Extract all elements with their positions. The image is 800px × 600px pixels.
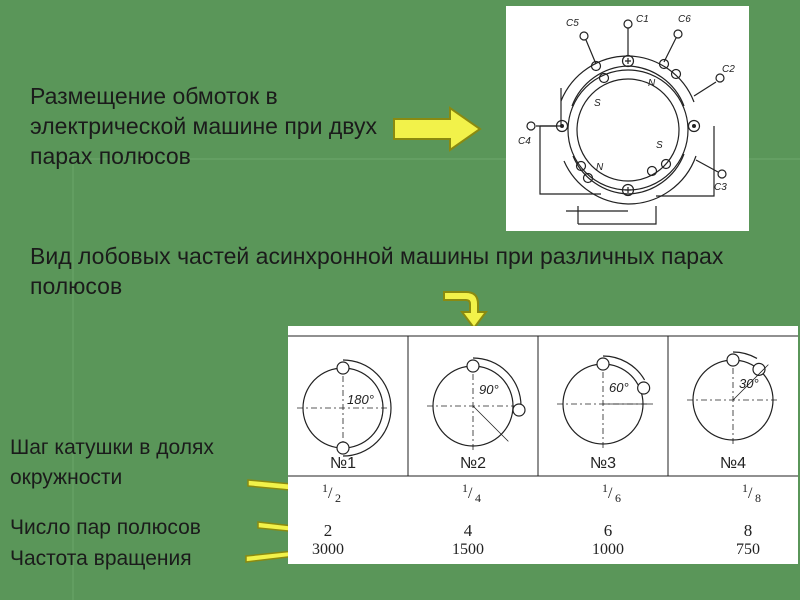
pitch-denominator: 6 <box>615 491 621 505</box>
coil-angle-label: 30° <box>739 376 759 391</box>
background-divider-horizontal <box>60 158 800 160</box>
label-pole-pairs: Число пар полюсов <box>10 516 201 539</box>
terminal-c3: C3 <box>714 182 727 193</box>
pole-s-right: S <box>656 140 663 151</box>
terminal-c2: C2 <box>722 64 735 75</box>
svg-text:/: / <box>328 485 333 502</box>
pitch-numerator: 1 <box>462 481 468 495</box>
pole-pairs-value: 6 <box>604 521 613 540</box>
machine-number: №4 <box>720 455 746 472</box>
machine-number: №2 <box>460 455 486 472</box>
winding-diagram: C5 C1 C6 C2 C4 C3 N S S N <box>518 14 735 225</box>
svg-text:/: / <box>608 485 613 502</box>
rotation-speed-value: 1500 <box>452 541 484 558</box>
heading-end-windings: Вид лобовых частей асинхронной машины пр… <box>30 243 724 299</box>
terminal-c4: C4 <box>518 136 531 147</box>
heading-winding-placement: Размещение обмоток в электрической машин… <box>30 83 377 169</box>
arrow-bend-down-icon <box>443 291 488 330</box>
terminal-c6: C6 <box>678 14 691 25</box>
slot-circle <box>336 361 350 375</box>
label-coil-pitch: Шаг катушки в долях окружности <box>10 436 214 489</box>
pole-pairs-value: 4 <box>464 521 473 540</box>
svg-text:/: / <box>748 485 753 502</box>
slot-circle <box>336 441 350 455</box>
slot-circle <box>752 362 766 376</box>
machine-number: №3 <box>590 455 616 472</box>
pitch-denominator: 2 <box>335 491 341 505</box>
end-windings-figure: 180°№11/22300090°№21/44150060°№31/661000… <box>288 335 798 558</box>
slot-circle <box>466 359 480 373</box>
slot-circle <box>512 403 526 417</box>
rotation-speed-value: 1000 <box>592 541 624 558</box>
pole-n-top: N <box>648 78 656 89</box>
coil-arc <box>602 355 646 381</box>
pole-pairs-value: 8 <box>744 521 753 540</box>
pitch-numerator: 1 <box>742 481 748 495</box>
pole-n-bottom: N <box>596 162 604 173</box>
pole-pairs-value: 2 <box>324 521 333 540</box>
winding-diagram-panel: C5 C1 C6 C2 C4 C3 N S S N <box>506 6 749 231</box>
coil-arc <box>472 357 522 407</box>
pitch-numerator: 1 <box>602 481 608 495</box>
pitch-denominator: 4 <box>475 491 481 505</box>
terminal-c1: C1 <box>636 14 649 25</box>
svg-text:/: / <box>468 485 473 502</box>
machine-number: №1 <box>330 455 356 472</box>
coil-angle-label: 60° <box>609 380 629 395</box>
coil-angle-label: 180° <box>347 392 374 407</box>
slot-circle <box>726 353 740 367</box>
pitch-numerator: 1 <box>322 481 328 495</box>
coil-arc <box>342 359 392 457</box>
pole-s-left: S <box>594 98 601 109</box>
background-divider-vertical <box>72 160 74 600</box>
label-rotation-speed: Частота вращения <box>10 547 192 570</box>
arrow-right-icon <box>393 106 482 152</box>
slot-circle <box>596 357 610 371</box>
pitch-denominator: 8 <box>755 491 761 505</box>
rotation-speed-value: 3000 <box>312 541 344 558</box>
terminal-c5: C5 <box>566 18 579 29</box>
slot-circle <box>637 381 651 395</box>
coil-arc <box>732 351 758 359</box>
coil-angle-label: 90° <box>479 382 499 397</box>
rotation-speed-value: 750 <box>736 541 760 558</box>
